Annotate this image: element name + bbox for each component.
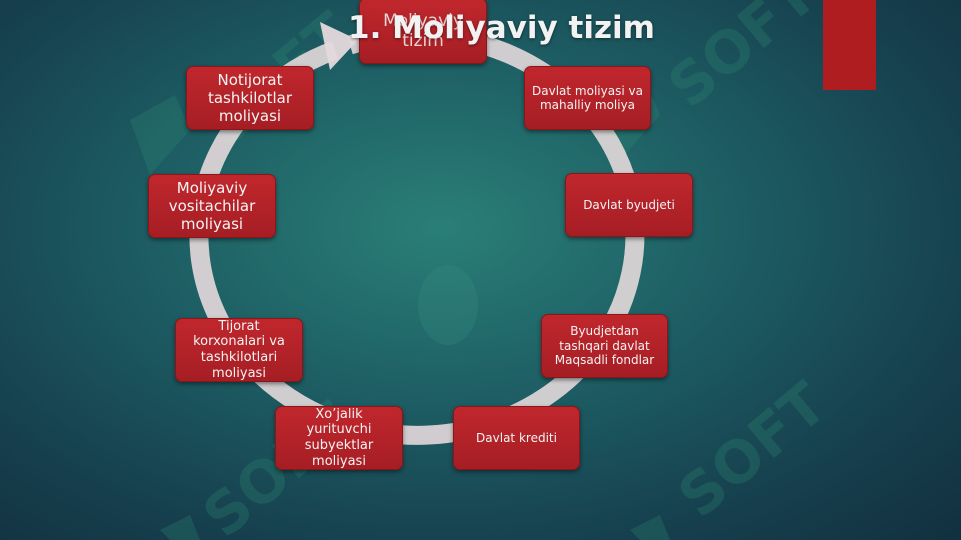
node-label: Byudjetdan tashqari davlat Maqsadli fond… (554, 324, 655, 368)
cycle-node-moliyaviy-vositachilar: Moliyaviy vositachilar moliyasi (148, 174, 276, 238)
node-label: Davlat byudjeti (583, 197, 675, 212)
node-label: Davlat moliyasi va mahalliy moliya (532, 83, 643, 112)
accent-bar (823, 0, 876, 90)
cycle-node-byudjetdan-tashqari-fondlar: Byudjetdan tashqari davlat Maqsadli fond… (541, 314, 668, 378)
node-label: Tijorat korxonalari va tashkilotlari mol… (193, 318, 285, 381)
cycle-node-tijorat-korxonalari: Tijorat korxonalari va tashkilotlari mol… (175, 318, 303, 382)
cycle-node-moliyaviy-tizim: Moliyaviy tizim (359, 0, 487, 64)
cycle-node-xojalik-subyektlar: Xo’jalik yurituvchi subyektlar moliyasi (275, 406, 403, 470)
node-label: Moliyaviy tizim (383, 10, 463, 51)
node-label: Notijorat tashkilotlar moliyasi (207, 71, 292, 125)
node-label: Xo’jalik yurituvchi subyektlar moliyasi (304, 406, 374, 469)
slide-title: 1. Moliyaviy tizim (348, 10, 655, 46)
node-label: Davlat krediti (476, 430, 557, 445)
cycle-node-davlat-krediti: Davlat krediti (453, 406, 580, 470)
node-label: Moliyaviy vositachilar moliyasi (168, 179, 256, 233)
cycle-node-notijorat-tashkilotlar: Notijorat tashkilotlar moliyasi (186, 66, 314, 130)
cycle-node-davlat-moliyasi: Davlat moliyasi va mahalliy moliya (524, 66, 651, 130)
svg-text:SOFT: SOFT (665, 369, 839, 531)
svg-text:SOFT: SOFT (655, 0, 829, 121)
cycle-node-davlat-byudjeti: Davlat byudjeti (565, 173, 693, 237)
